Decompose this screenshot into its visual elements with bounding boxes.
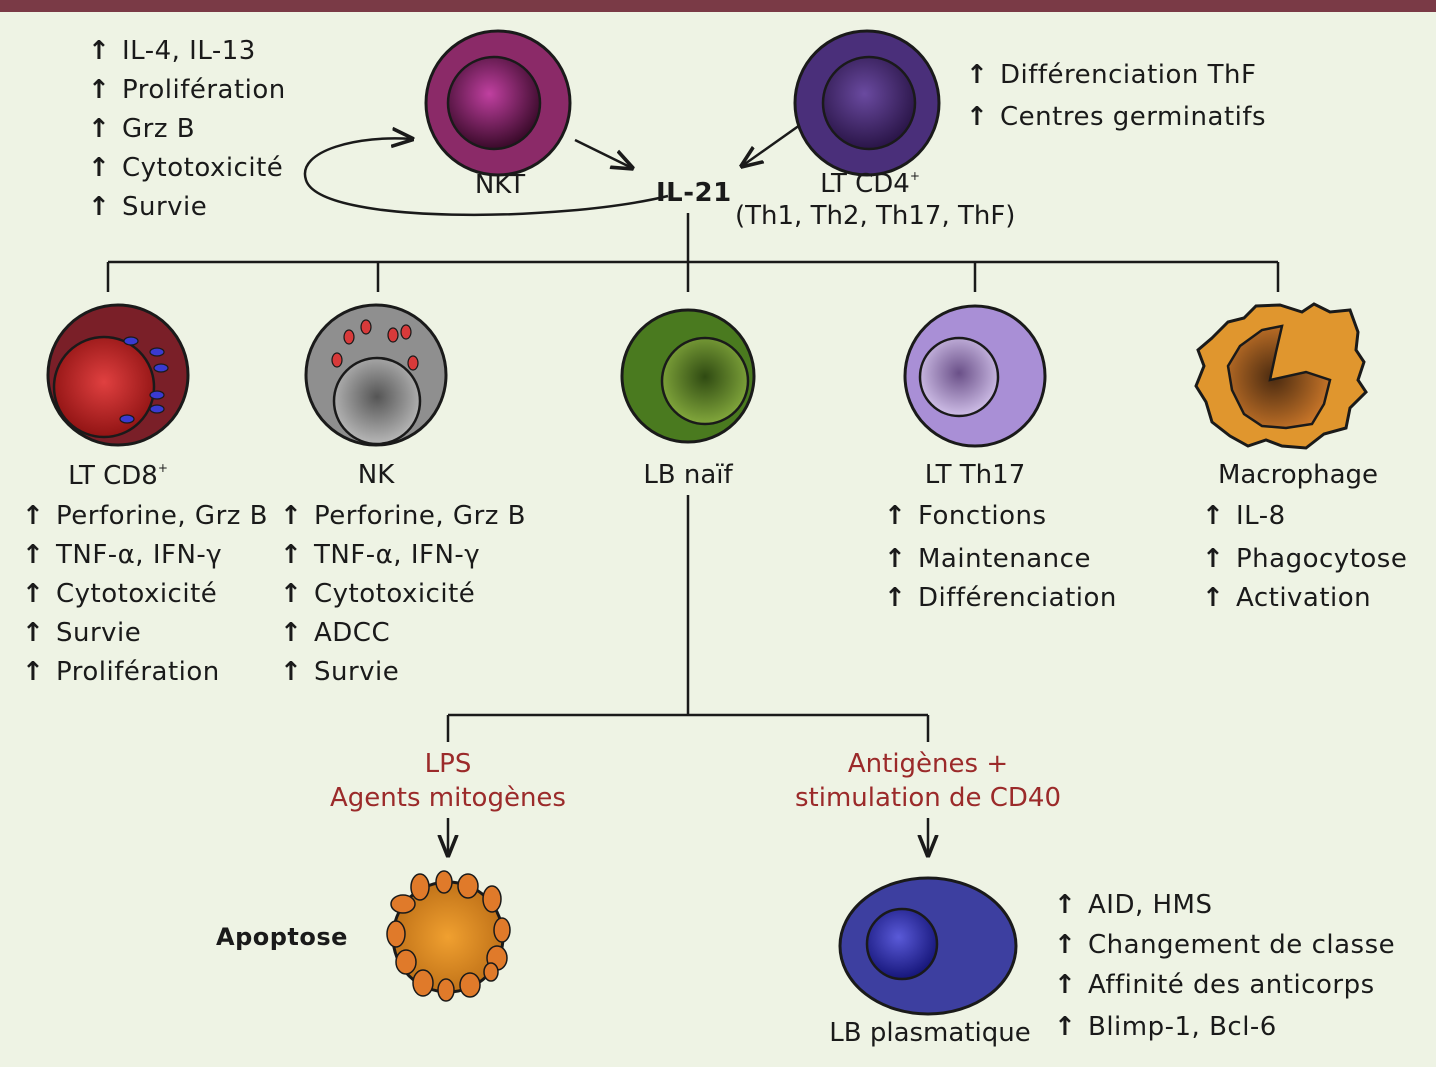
- list-item: ↑Affinité des anticorps: [1054, 970, 1375, 1000]
- plasma-effects: ↑AID, HMS ↑Changement de classe ↑Affinit…: [1054, 892, 1395, 1053]
- list-item: ↑Grz B: [88, 114, 196, 144]
- cd8-effects: ↑Perforine, Grz B ↑TNF-α, IFN-γ ↑Cytotox…: [22, 503, 268, 698]
- up-arrow-icon: ↑: [22, 540, 45, 570]
- up-arrow-icon: ↑: [22, 579, 45, 609]
- up-arrow-icon: ↑: [1202, 583, 1225, 613]
- up-arrow-icon: ↑: [280, 618, 303, 648]
- up-arrow-icon: ↑: [1054, 930, 1077, 960]
- apoptotic-cell: [386, 870, 511, 1002]
- up-arrow-icon: ↑: [22, 501, 45, 531]
- list-item: ↑TNF-α, IFN-γ: [22, 540, 223, 570]
- list-item: ↑ADCC: [280, 618, 391, 648]
- list-item: ↑Perforine, Grz B: [280, 501, 527, 531]
- up-arrow-icon: ↑: [88, 192, 111, 222]
- lb-naif-label: LB naïf: [643, 460, 733, 490]
- cd4-to-il21-arrow: [742, 123, 801, 166]
- up-arrow-icon: ↑: [966, 60, 989, 90]
- list-item: ↑Survie: [22, 618, 142, 648]
- antigen-line1: Antigènes +: [847, 749, 1009, 779]
- antigen-line2: stimulation de CD40: [794, 783, 1062, 813]
- up-arrow-icon: ↑: [884, 544, 907, 574]
- up-arrow-icon: ↑: [1202, 501, 1225, 531]
- cd4-subtitle: (Th1, Th2, Th17, ThF): [735, 201, 1016, 231]
- nkt-to-il21-arrow: [574, 138, 632, 168]
- plasma-label: LB plasmatique: [829, 1018, 1031, 1048]
- cd4-effects: ↑Différenciation ThF ↑Centres germinatif…: [966, 62, 1266, 143]
- up-arrow-icon: ↑: [280, 501, 303, 531]
- up-arrow-icon: ↑: [1202, 544, 1225, 574]
- il21-label: IL-21: [656, 178, 732, 208]
- lps-line2: Agents mitogènes: [330, 783, 566, 813]
- up-arrow-icon: ↑: [884, 501, 907, 531]
- cd4-cell: [793, 29, 941, 177]
- list-item: ↑Perforine, Grz B: [22, 501, 269, 531]
- il21-feedback-arrow: [303, 138, 669, 217]
- list-item: ↑Blimp-1, Bcl-6: [1054, 1012, 1277, 1042]
- up-arrow-icon: ↑: [88, 36, 111, 66]
- list-item: ↑IL-4, IL-13: [88, 36, 256, 66]
- up-arrow-icon: ↑: [88, 75, 111, 105]
- list-item: ↑Activation: [1202, 583, 1372, 613]
- th17-label: LT Th17: [924, 460, 1026, 490]
- up-arrow-icon: ↑: [280, 657, 303, 687]
- nkt-cell: [424, 29, 572, 177]
- list-item: ↑Fonctions: [884, 501, 1047, 531]
- top-bar: [0, 0, 1436, 12]
- up-arrow-icon: ↑: [22, 618, 45, 648]
- list-item: ↑IL-8: [1202, 501, 1286, 531]
- up-arrow-icon: ↑: [280, 579, 303, 609]
- up-arrow-icon: ↑: [1054, 970, 1077, 1000]
- th17-effects: ↑Fonctions ↑Maintenance ↑Différenciation: [884, 503, 1117, 624]
- lps-line1: LPS: [424, 749, 472, 779]
- cd8-cell: [46, 303, 190, 447]
- nk-label: NK: [357, 460, 395, 490]
- list-item: ↑Cytotoxicité: [22, 579, 218, 609]
- lb-naif-cell: [620, 308, 756, 444]
- list-item: ↑Survie: [88, 192, 208, 222]
- up-arrow-icon: ↑: [88, 153, 111, 183]
- nkt-label: NKT: [474, 170, 526, 200]
- list-item: ↑Survie: [280, 657, 400, 687]
- macrophage-label: Macrophage: [1217, 460, 1379, 490]
- list-item: ↑Cytotoxicité: [280, 579, 476, 609]
- macrophage-effects: ↑IL-8 ↑Phagocytose ↑Activation: [1202, 503, 1407, 624]
- list-item: ↑Prolifération: [22, 657, 220, 687]
- list-item: ↑Cytotoxicité: [88, 153, 284, 183]
- list-item: ↑Différenciation: [884, 583, 1117, 613]
- list-item: ↑Différenciation ThF: [966, 60, 1257, 90]
- up-arrow-icon: ↑: [22, 657, 45, 687]
- macrophage-cell: [1194, 302, 1368, 450]
- list-item: ↑Changement de classe: [1054, 930, 1396, 960]
- nk-cell: [304, 303, 448, 447]
- up-arrow-icon: ↑: [280, 540, 303, 570]
- up-arrow-icon: ↑: [884, 583, 907, 613]
- up-arrow-icon: ↑: [1054, 890, 1077, 920]
- list-item: ↑Phagocytose: [1202, 544, 1408, 574]
- list-item: ↑Prolifération: [88, 75, 286, 105]
- list-item: ↑TNF-α, IFN-γ: [280, 540, 481, 570]
- list-item: ↑AID, HMS: [1054, 890, 1213, 920]
- cd4-label: LT CD4+: [820, 169, 920, 199]
- th17-cell: [903, 304, 1047, 448]
- cd8-label: LT CD8+: [68, 461, 168, 491]
- nk-effects: ↑Perforine, Grz B ↑TNF-α, IFN-γ ↑Cytotox…: [280, 503, 526, 698]
- up-arrow-icon: ↑: [88, 114, 111, 144]
- apoptose-label: Apoptose: [216, 923, 348, 951]
- list-item: ↑Maintenance: [884, 544, 1091, 574]
- nkt-effects: ↑IL-4, IL-13 ↑Prolifération ↑Grz B ↑Cyto…: [88, 38, 286, 233]
- up-arrow-icon: ↑: [1054, 1012, 1077, 1042]
- list-item: ↑Centres germinatifs: [966, 102, 1267, 132]
- up-arrow-icon: ↑: [966, 102, 989, 132]
- plasma-cell: [838, 876, 1018, 1016]
